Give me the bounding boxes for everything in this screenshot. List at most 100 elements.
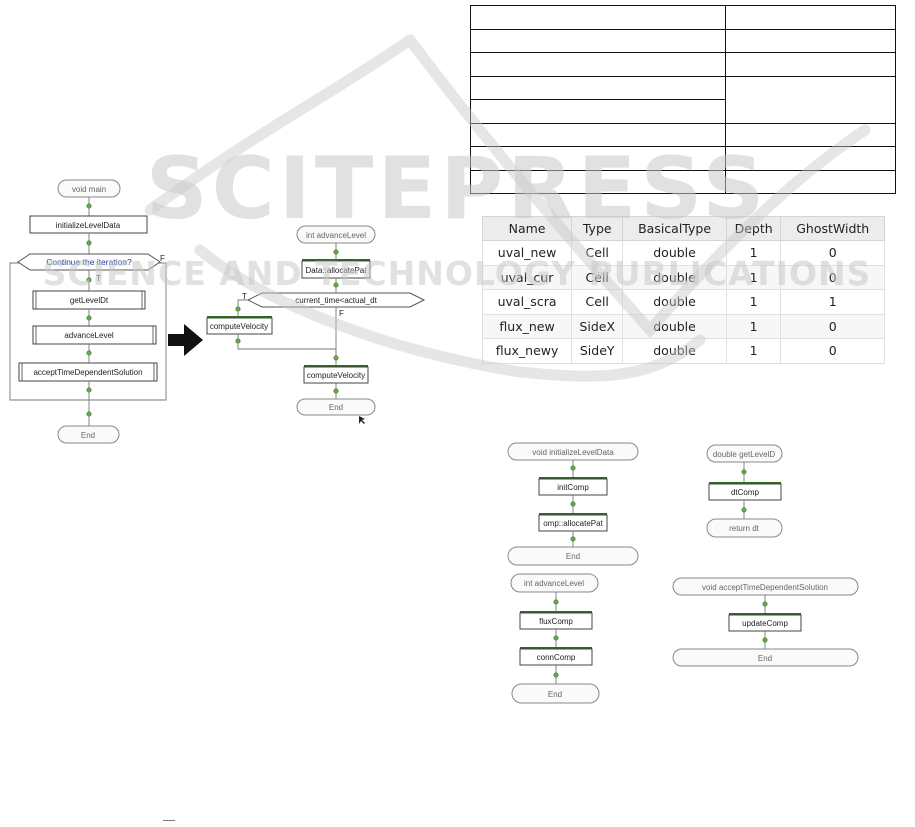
header-basicaltype: BasicalType <box>622 216 727 241</box>
advance-level-box[interactable] <box>32 325 157 345</box>
table-row: uval_cur Cell double 1 0 <box>481 264 885 290</box>
cell-basicaltype: double <box>622 240 727 266</box>
accept-start-label: void acceptTimeDependentSolution <box>702 583 828 592</box>
main-flowchart: void main initializeLevelData Continue t… <box>9 179 167 444</box>
advance-detail-end-terminal[interactable] <box>296 398 376 416</box>
empty-table-merged-cell <box>725 75 896 124</box>
flow-node <box>570 536 576 542</box>
flow-node <box>333 249 339 255</box>
dt-comp-box[interactable] <box>708 483 782 501</box>
adv-end-label: End <box>548 690 562 699</box>
table-row: uval_scra Cell double 1 1 <box>481 289 885 315</box>
cell-basicaltype: double <box>622 264 727 290</box>
cell-ghostwidth: 1 <box>780 289 885 315</box>
init-comp-label: initComp <box>557 483 589 492</box>
advance-level-flowchart: int advanceLevel fluxComp connComp End <box>510 573 600 704</box>
empty-table-row <box>470 99 896 124</box>
flow-node <box>762 601 768 607</box>
cell-ghostwidth: 0 <box>780 338 885 364</box>
flow-node <box>86 387 92 393</box>
flow-node <box>235 306 241 312</box>
adv-start-label: int advanceLevel <box>524 579 584 588</box>
dt-return-terminal[interactable] <box>706 518 783 538</box>
flux-comp-label: fluxComp <box>539 617 573 626</box>
accept-end-label: End <box>758 654 772 663</box>
advance-level-label: advanceLevel <box>64 331 114 340</box>
init-end-label: End <box>566 552 580 561</box>
cell-name: flux_newy <box>481 338 573 364</box>
allocate-patch-label: Data::allocatePat <box>306 266 368 275</box>
detail-true-label: T <box>242 292 247 301</box>
continue-iteration-decision[interactable] <box>17 253 161 271</box>
flow-node <box>333 355 339 361</box>
main-false-label: F <box>160 254 165 263</box>
cell-basicaltype: double <box>622 313 727 339</box>
empty-table-cell <box>470 169 726 194</box>
empty-table-cell <box>725 52 896 77</box>
main-end-label: End <box>81 431 95 440</box>
accept-time-dependent-solution-label: acceptTimeDependentSolution <box>33 368 142 377</box>
main-end-terminal[interactable] <box>57 425 120 444</box>
empty-table-cell <box>470 5 726 30</box>
cell-type: Cell <box>571 240 624 266</box>
cell-name: flux_new <box>481 313 573 339</box>
cell-type: SideY <box>571 338 624 364</box>
initialize-level-data-box[interactable] <box>29 215 148 234</box>
flow-node <box>570 465 576 471</box>
empty-table-cell <box>470 75 726 100</box>
empty-table-cell <box>470 99 726 124</box>
cell-depth: 1 <box>725 289 782 315</box>
accept-start-terminal[interactable] <box>672 577 859 596</box>
flow-node <box>553 672 559 678</box>
dt-return-label: return dt <box>729 524 760 533</box>
flow-node <box>741 469 747 475</box>
expand-arrow-icon <box>168 324 203 356</box>
cell-name: uval_scra <box>481 289 573 315</box>
accept-time-dependent-solution-box[interactable] <box>18 362 158 382</box>
advance-detail-start-label: int advanceLevel <box>306 231 366 240</box>
flow-node <box>553 635 559 641</box>
initialize-level-data-label: initializeLevelData <box>56 221 121 230</box>
empty-table-cell <box>470 28 726 53</box>
continue-iteration-label: Continue the iteration? <box>46 257 132 267</box>
cell-type: Cell <box>571 264 624 290</box>
dt-start-terminal[interactable] <box>706 444 783 463</box>
cell-depth: 1 <box>725 313 782 339</box>
conn-comp-label: connComp <box>537 653 576 662</box>
cell-ghostwidth: 0 <box>780 313 885 339</box>
dt-comp-label: dtComp <box>731 488 760 497</box>
init-end-terminal[interactable] <box>507 546 639 566</box>
flow-node <box>570 501 576 507</box>
compute-velocity-loop-box[interactable] <box>206 317 273 335</box>
empty-table-body <box>470 5 896 194</box>
flow-node <box>86 203 92 209</box>
cell-type: SideX <box>571 313 624 339</box>
empty-table-cell <box>725 146 896 171</box>
header-ghostwidth: GhostWidth <box>780 216 885 241</box>
main-start-label: void main <box>72 185 106 194</box>
get-level-dt-label: getLevelDt <box>70 296 109 305</box>
main-true-label: T <box>96 274 101 283</box>
empty-table-row <box>470 5 896 30</box>
get-level-dt-flowchart: double getLevelD dtComp return dt <box>706 444 783 538</box>
empty-table-row <box>470 75 896 124</box>
header-depth: Depth <box>725 216 782 241</box>
empty-table-cell <box>725 169 896 194</box>
flow-node <box>553 599 559 605</box>
empty-table-cell <box>725 5 896 30</box>
adv-start-terminal[interactable] <box>510 573 599 593</box>
adv-end-terminal[interactable] <box>511 683 600 704</box>
cell-depth: 1 <box>725 240 782 266</box>
table-row: uval_new Cell double 1 0 <box>481 240 885 266</box>
accept-end-terminal[interactable] <box>672 648 859 667</box>
dt-start-label: double getLevelD <box>713 450 775 459</box>
compute-velocity-loop-label: computeVelocity <box>210 322 268 331</box>
flow-node <box>86 240 92 246</box>
table-row: flux_new SideX double 1 0 <box>481 313 885 339</box>
cell-ghostwidth: 0 <box>780 240 885 266</box>
cell-ghostwidth: 0 <box>780 264 885 290</box>
empty-table-row <box>470 52 896 77</box>
current-time-decision[interactable] <box>246 292 426 308</box>
init-start-label: void initializeLevelData <box>532 448 614 457</box>
